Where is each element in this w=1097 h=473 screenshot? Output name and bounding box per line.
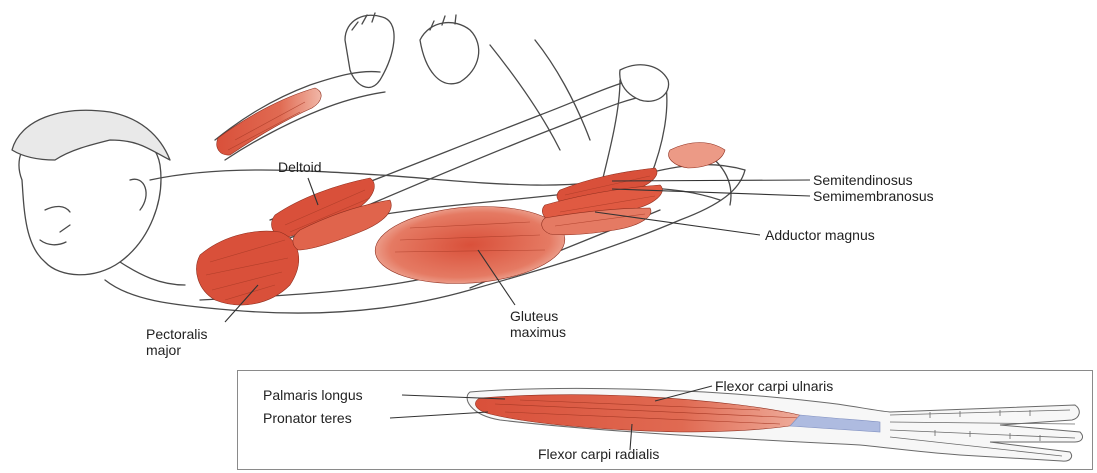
label-pectoralis-major: Pectoralis major <box>146 326 207 358</box>
label-flexor-carpi-radialis: Flexor carpi radialis <box>538 446 659 462</box>
muscle-pectoralis <box>196 231 298 305</box>
label-semitendinosus: Semitendinosus <box>813 172 913 188</box>
label-adductor-magnus: Adductor magnus <box>765 227 875 243</box>
label-gluteus-maximus: Gluteus maximus <box>510 308 566 340</box>
ear <box>130 179 146 210</box>
label-pronator-teres: Pronator teres <box>263 410 352 426</box>
muscle-forearm-lower <box>669 143 725 169</box>
hair <box>12 110 170 160</box>
hand <box>620 65 669 102</box>
forearm-inset-frame <box>237 370 1093 470</box>
muscles <box>196 88 725 305</box>
label-flexor-carpi-ulnaris: Flexor carpi ulnaris <box>715 378 833 394</box>
muscle-gluteus <box>373 200 568 289</box>
foot-right <box>420 23 479 84</box>
label-deltoid: Deltoid <box>278 159 322 175</box>
foot-left <box>345 15 394 87</box>
face-detail <box>40 206 70 244</box>
body-outline <box>12 13 745 313</box>
label-semimembranosus: Semimembranosus <box>813 188 934 204</box>
label-palmaris-longus: Palmaris longus <box>263 387 363 403</box>
